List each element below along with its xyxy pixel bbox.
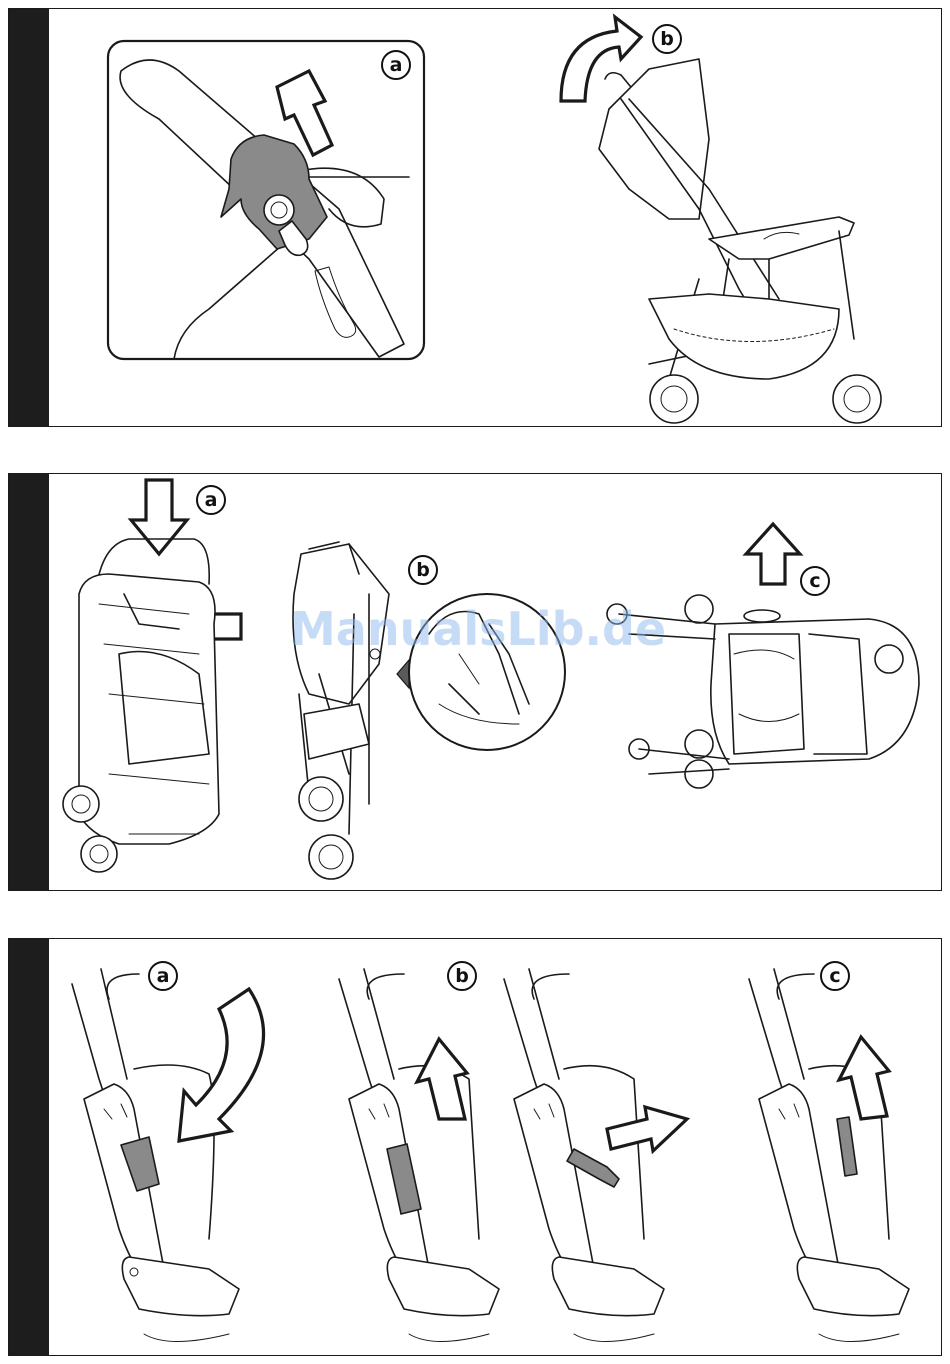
folded-stroller-front xyxy=(63,480,241,872)
panel-1-illustration xyxy=(9,9,941,426)
wheel-lock-detail-b-pin xyxy=(339,969,499,1342)
hinge-detail-inset xyxy=(108,41,424,359)
folded-stroller-lying xyxy=(607,524,919,788)
panel-3-illustration xyxy=(9,939,941,1355)
instruction-panel-1: a b xyxy=(8,8,942,427)
step-label-a: a xyxy=(196,485,226,515)
step-label-b: b xyxy=(408,555,438,585)
panel-2-illustration xyxy=(9,474,941,890)
step-label-a: a xyxy=(381,50,411,80)
step-label-c: c xyxy=(800,566,830,596)
folded-stroller-side xyxy=(293,542,565,879)
step-label-b: b xyxy=(652,24,682,54)
watermark-text: ManualsLib.de xyxy=(290,602,666,656)
wheel-lock-detail-c xyxy=(749,969,909,1342)
step-label-a: a xyxy=(148,961,178,991)
stroller-unfolding-illustration xyxy=(561,17,881,423)
instruction-panel-2: a b c xyxy=(8,473,942,891)
instruction-panel-3: a b c xyxy=(8,938,942,1356)
step-label-c: c xyxy=(820,961,850,991)
step-label-b: b xyxy=(447,961,477,991)
wheel-lock-detail-b-remove xyxy=(504,969,687,1342)
wheel-lock-detail-a xyxy=(72,969,264,1342)
